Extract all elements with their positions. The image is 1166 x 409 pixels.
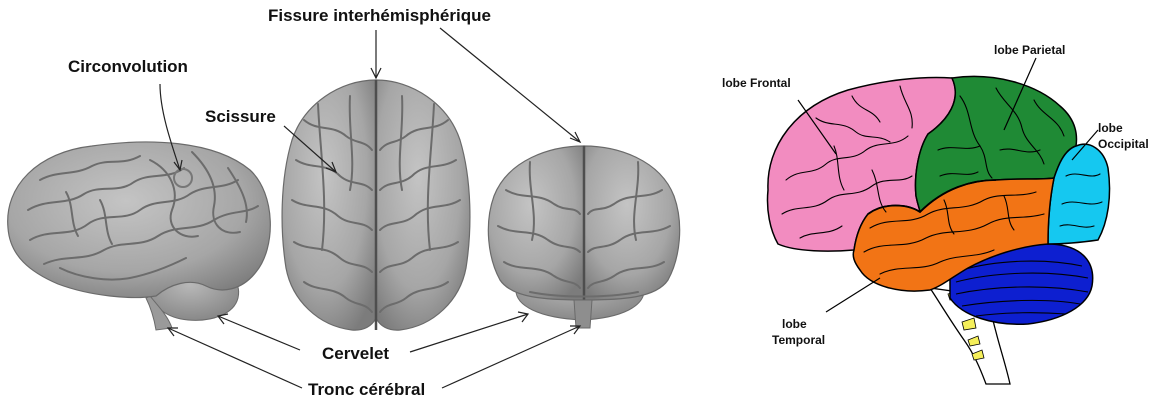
lateral-cerebrum [8, 142, 271, 298]
label-scissure: Scissure [205, 108, 276, 127]
label-lobe-parietal: lobe Parietal [994, 44, 1065, 57]
lateral-gray-brain [8, 142, 271, 330]
label-lobe-frontal: lobe Frontal [722, 77, 791, 90]
label-cervelet: Cervelet [322, 345, 389, 364]
label-circonvolution: Circonvolution [68, 58, 188, 77]
superior-left-hemisphere [282, 80, 376, 330]
posterior-right-hemisphere [584, 146, 680, 300]
label-tronc-cerebral: Tronc cérébral [308, 381, 425, 400]
label-fissure-interhemispherique: Fissure interhémisphérique [268, 7, 491, 26]
arrow-tronc-left [168, 328, 302, 388]
superior-right-hemisphere [376, 80, 470, 330]
label-lobe-temporal-2: Temporal [772, 334, 825, 347]
arrow-cervelet-left [218, 316, 300, 350]
label-lobe-temporal-1: lobe [782, 318, 807, 331]
posterior-gray-brain [488, 146, 679, 328]
superior-gray-brain [282, 80, 470, 330]
posterior-left-hemisphere [488, 146, 584, 300]
line-temporal [826, 278, 880, 312]
posterior-brainstem [574, 300, 592, 328]
label-lobe-occipital-1: lobe [1098, 122, 1123, 135]
arrow-fissure-posterior [440, 28, 580, 142]
label-lobe-occipital-2: Occipital [1098, 138, 1149, 151]
